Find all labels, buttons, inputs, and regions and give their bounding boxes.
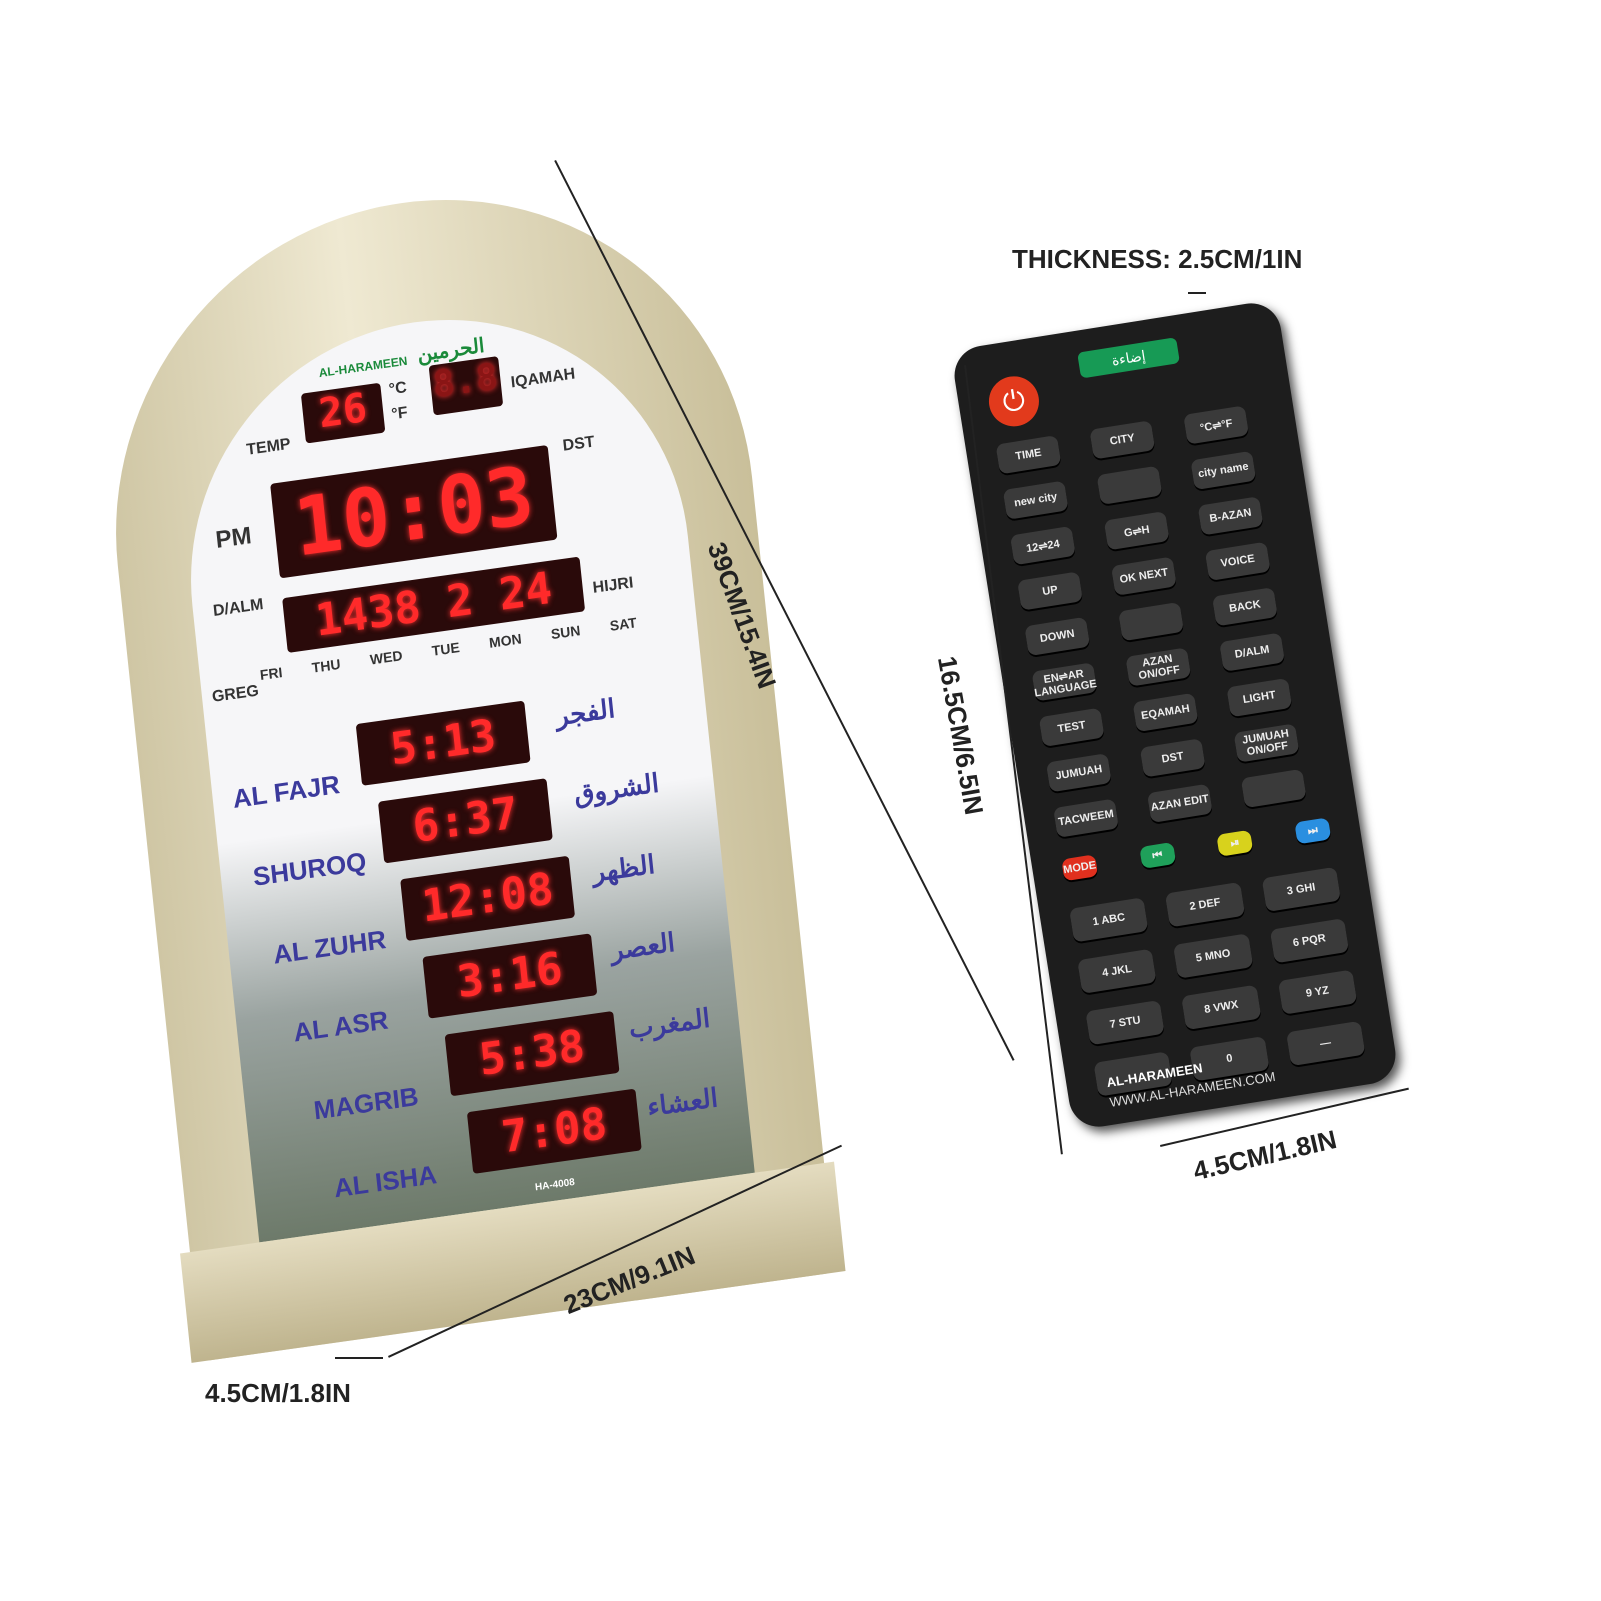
temp-display: 26 (300, 382, 386, 444)
remote-button[interactable]: JUMUAH ON/OFF (1233, 723, 1300, 763)
prayer-name-arabic: المغرب (627, 1002, 712, 1044)
remote-button[interactable]: BACK (1211, 587, 1278, 627)
remote-button[interactable]: LIGHT (1226, 677, 1293, 718)
pm-label: PM (214, 522, 253, 554)
remote-button[interactable]: city name (1190, 450, 1257, 491)
prayer-clock: AL-HARAMEEN الحرمين 26 °C °F TEMP 8.8 IQ… (84, 158, 846, 1363)
fahrenheit-label: °F (390, 404, 409, 424)
dalm-label: D/ALM (212, 596, 265, 620)
remote-button[interactable]: AZAN EDIT (1146, 783, 1213, 823)
remote-button[interactable]: TACWEEM (1053, 798, 1120, 838)
remote-button[interactable]: D/ALM (1219, 632, 1286, 672)
hijri-label: HIJRI (591, 574, 635, 597)
remote-button[interactable]: new city (1002, 480, 1069, 520)
number-pad: 1 ABC 2 DEF 3 GHI 4 JKL 5 MNO 6 PQR 7 STU 8 VWX… (1069, 866, 1366, 1097)
prayer-name: AL ASR (292, 1004, 390, 1048)
remote-button[interactable]: VOICE (1204, 541, 1271, 581)
remote-button[interactable]: AZAN ON/OFF (1125, 647, 1192, 687)
dst-label: DST (561, 433, 596, 455)
color-button[interactable]: ⏯ (1216, 829, 1254, 857)
weekday-label: FRI (259, 663, 284, 684)
remote-button[interactable]: EQAMAH (1132, 692, 1199, 733)
number-button[interactable]: 1 ABC (1069, 897, 1149, 943)
prayer-name-arabic: العشاء (645, 1082, 720, 1123)
color-button[interactable]: MODE (1061, 854, 1099, 882)
remote-length-label: 16.5CM/6.5IN (931, 653, 990, 818)
prayer-name: AL ISHA (332, 1159, 439, 1204)
remote-button[interactable]: DST (1139, 738, 1206, 778)
remote-button[interactable]: JUMUAH (1045, 753, 1112, 793)
prayer-name-arabic: العصر (609, 926, 677, 966)
celsius-label: °C (388, 379, 408, 399)
prayer-time: 5:13 (355, 700, 531, 786)
number-button[interactable]: 5 MNO (1173, 933, 1254, 979)
temp-label: TEMP (245, 435, 292, 459)
remote-thickness-label: THICKNESS: 2.5CM/1IN (1012, 244, 1303, 274)
prayer-name: MAGRIB (312, 1080, 420, 1126)
remote-button[interactable]: UP (1017, 571, 1084, 611)
weekday-label: TUE (431, 639, 461, 659)
remote-control: ⏻ إضاءة TIME CITY °C⇌°F new city city name 12… (950, 299, 1400, 1131)
color-button[interactable]: ⏮ (1138, 841, 1176, 870)
number-button[interactable]: 2 DEF (1165, 881, 1245, 928)
number-button[interactable]: 7 STU (1085, 999, 1166, 1046)
weekday-label: WED (369, 647, 404, 668)
light-button[interactable]: إضاءة (1077, 337, 1180, 379)
remote-button[interactable]: 12⇌24 (1009, 525, 1076, 566)
number-button[interactable]: 9 YZ (1277, 969, 1358, 1015)
weekday-label: THU (311, 655, 342, 676)
weekday-label: MON (488, 630, 523, 651)
number-button[interactable]: 6 PQR (1269, 918, 1350, 964)
clock-depth-label: 4.5CM/1.8IN (205, 1378, 351, 1408)
function-buttons: TIME CITY °C⇌°F new city city name 12⇌24 G⇌H B-… (995, 403, 1328, 860)
weekday-label: SAT (608, 614, 638, 634)
remote-button[interactable]: TIME (995, 435, 1062, 475)
remote-button[interactable]: TEST (1038, 707, 1105, 747)
brand-name: AL-HARAMEEN (318, 353, 409, 381)
greg-label: GREG (211, 682, 260, 706)
remote-button[interactable] (1240, 768, 1307, 809)
iqamah-display: 8.8 (428, 356, 504, 416)
number-button[interactable]: 4 JKL (1077, 948, 1157, 994)
iqamah-label: IQAMAH (509, 365, 577, 392)
prayer-name-arabic: الفجر (554, 693, 617, 732)
prayer-name-arabic: الشروق (572, 767, 661, 810)
power-button[interactable]: ⏻ (985, 372, 1043, 430)
remote-button[interactable]: EN⇌AR LANGUAGE (1031, 662, 1098, 702)
weekday-label: SUN (550, 622, 582, 643)
remote-button[interactable] (1096, 465, 1163, 505)
remote-button[interactable]: °C⇌°F (1183, 405, 1250, 445)
remote-button[interactable] (1118, 601, 1185, 642)
prayer-name-arabic: الظهر (590, 848, 657, 888)
number-button[interactable]: 8 VWX (1181, 984, 1262, 1031)
depth-dimension-line (335, 1357, 383, 1359)
color-button[interactable]: ⏭ (1294, 817, 1332, 845)
power-icon: ⏻ (1000, 383, 1028, 418)
time-display: 10:03 (270, 444, 558, 579)
thickness-dimension-line (1188, 292, 1206, 294)
number-button[interactable]: 3 GHI (1261, 866, 1342, 913)
number-button[interactable]: — (1285, 1020, 1366, 1067)
remote-button[interactable]: CITY (1089, 420, 1156, 460)
remote-button[interactable]: G⇌H (1103, 511, 1170, 551)
remote-button[interactable]: B-AZAN (1197, 496, 1264, 536)
remote-button[interactable]: DOWN (1024, 616, 1091, 657)
prayer-name: AL FAJR (231, 769, 342, 814)
remote-button[interactable]: OK NEXT (1110, 556, 1177, 596)
